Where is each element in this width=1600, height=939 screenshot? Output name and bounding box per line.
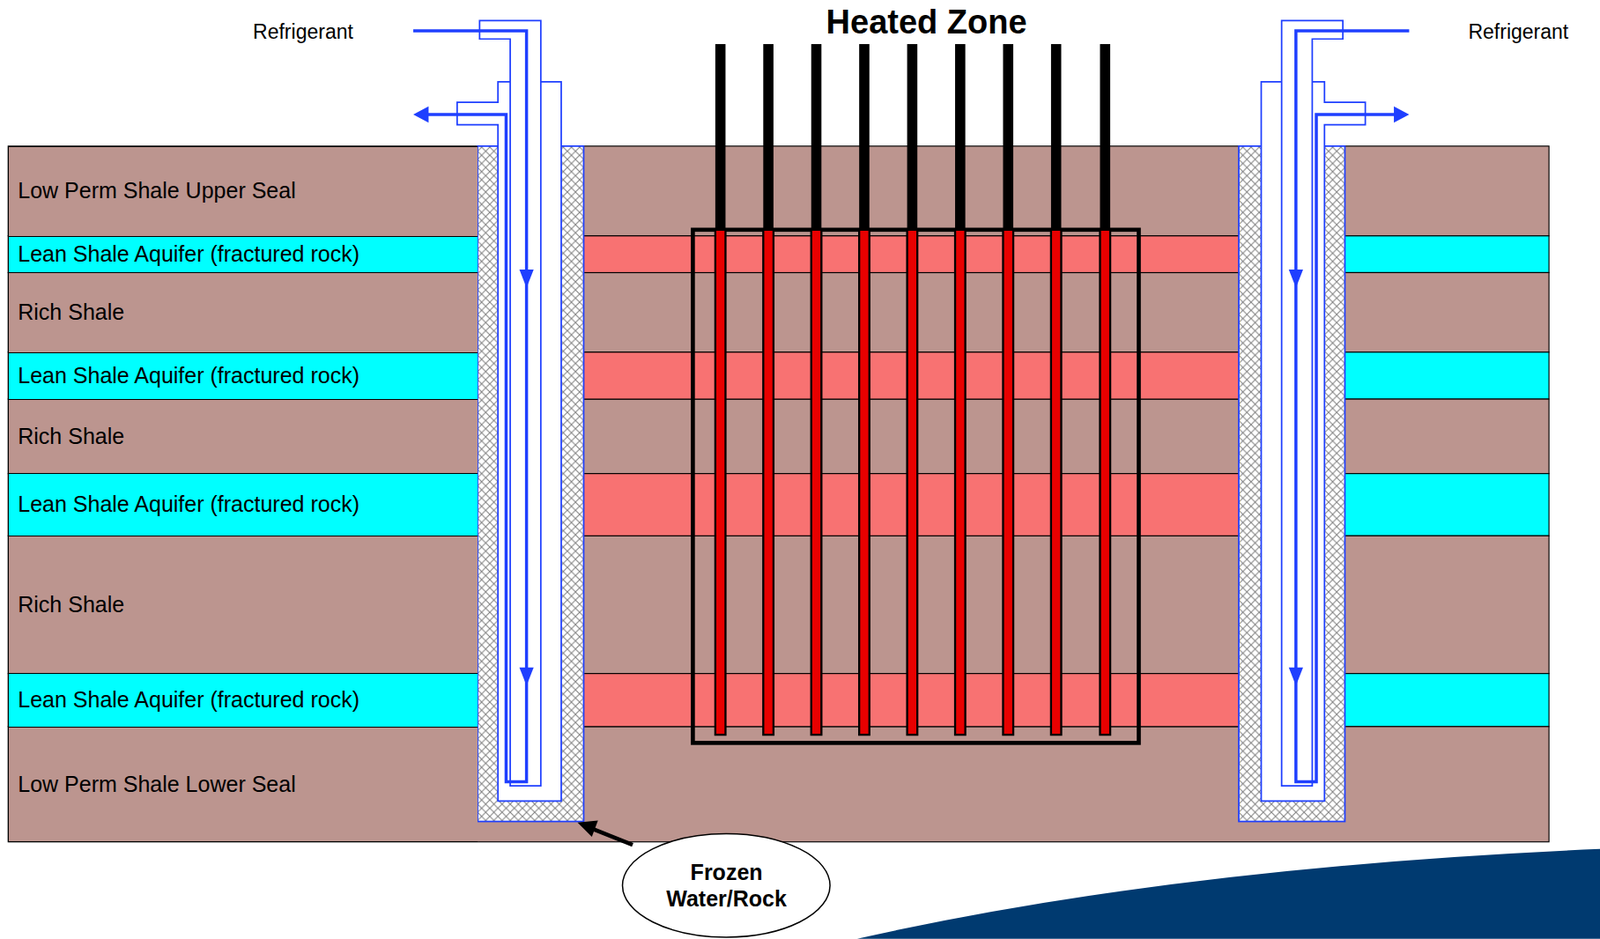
layer-label: Lean Shale Aquifer (fractured rock): [17, 363, 360, 389]
aquifer-layer: Lean Shale Aquifer (fractured rock): [7, 236, 478, 275]
seal-layer: Low Perm Shale Upper Seal: [7, 146, 478, 238]
layer-label: Lean Shale Aquifer (fractured rock): [17, 492, 360, 518]
heater-element: [955, 229, 966, 735]
shale-layer: Rich Shale: [7, 399, 478, 475]
layer-label: Rich Shale: [17, 300, 125, 326]
ellipse-outline: [621, 832, 832, 939]
heater-lead: [811, 44, 823, 230]
heater-element: [1051, 229, 1062, 735]
callout-ellipse: Frozen Water/Rock: [621, 832, 832, 939]
leader-arrow: [577, 820, 634, 845]
aquifer-layer: Lean Shale Aquifer (fractured rock): [7, 673, 478, 727]
heater-element: [762, 229, 774, 735]
heater-element: [1002, 229, 1014, 735]
flow-label: Refrigerant: [252, 21, 354, 42]
freeze-wall: [1238, 20, 1409, 822]
heater-lead: [1051, 44, 1062, 230]
heater-lead: [1002, 44, 1014, 230]
heater-lead: [1100, 44, 1112, 230]
layer-label: Low Perm Shale Upper Seal: [17, 178, 296, 204]
heater-element: [1100, 229, 1112, 735]
layer-label: Low Perm Shale Lower Seal: [17, 772, 296, 798]
heater-wells: [715, 44, 1111, 735]
shale-layer: Rich Shale: [7, 272, 478, 353]
layer-label: Lean Shale Aquifer (fractured rock): [17, 242, 360, 267]
heater-element: [715, 229, 726, 735]
heater-lead: [762, 44, 774, 230]
zone-heading: Heated Zone: [826, 5, 1028, 39]
heater-lead: [859, 44, 870, 230]
layer-label: Rich Shale: [17, 592, 125, 618]
heater-lead: [955, 44, 966, 230]
heater-element: [811, 229, 823, 735]
shale-layer: Rich Shale: [7, 535, 478, 675]
heater-lead: [907, 44, 919, 230]
seal-layer: Low Perm Shale Lower Seal: [7, 726, 478, 844]
aquifer-layer: Lean Shale Aquifer (fractured rock): [7, 352, 478, 400]
layer-label: Lean Shale Aquifer (fractured rock): [17, 688, 360, 713]
aquifer-layer: Lean Shale Aquifer (fractured rock): [7, 473, 478, 537]
layer-label: Rich Shale: [17, 424, 125, 450]
flow-label: Refrigerant: [1467, 21, 1569, 42]
callout-text: Frozen Water/Rock: [665, 859, 789, 912]
heater-lead: [715, 44, 726, 230]
heater-element: [859, 229, 870, 735]
corner-swoosh: [857, 849, 1600, 939]
heater-element: [907, 229, 919, 735]
heated-zone-box: [692, 229, 1139, 744]
